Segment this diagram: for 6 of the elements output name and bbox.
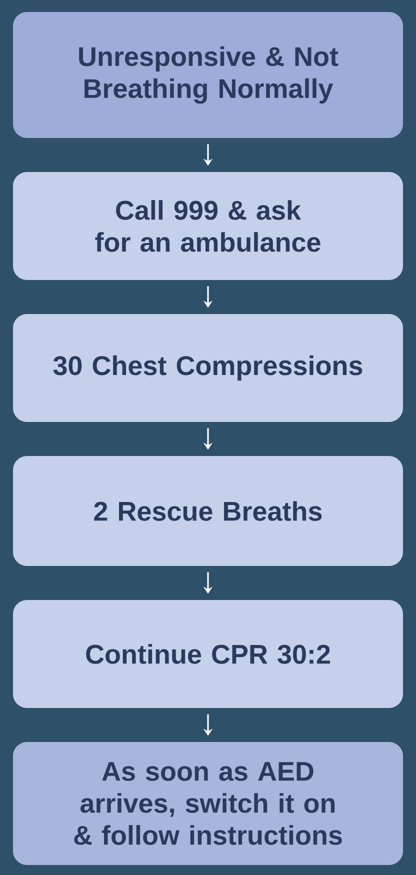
- step-box: Call 999 & ask for an ambulance: [13, 172, 403, 280]
- step-box: 30 Chest Compressions: [13, 314, 403, 422]
- step-box: 2 Rescue Breaths: [13, 456, 403, 566]
- step-box: As soon as AED arrives, switch it on & follow instructions: [13, 742, 403, 865]
- step-box: Continue CPR 30:2: [13, 600, 403, 708]
- step-box: Unresponsive & Not Breathing Normally: [13, 12, 403, 138]
